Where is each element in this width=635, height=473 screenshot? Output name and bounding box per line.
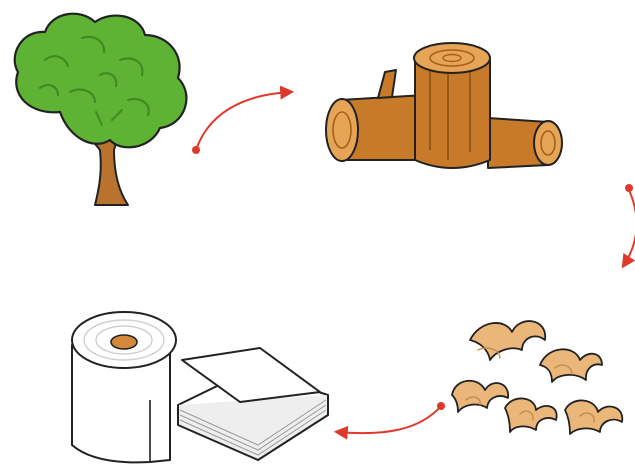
arrow-shavings-to-paper	[333, 402, 445, 440]
arrow-tree-to-logs	[192, 85, 295, 154]
logs-icon	[325, 42, 563, 169]
wood-shavings-icon	[451, 320, 624, 435]
arrow-logs-to-shavings	[621, 184, 635, 269]
tree-icon	[13, 12, 188, 206]
toilet-paper-and-napkins-icon	[71, 311, 329, 464]
